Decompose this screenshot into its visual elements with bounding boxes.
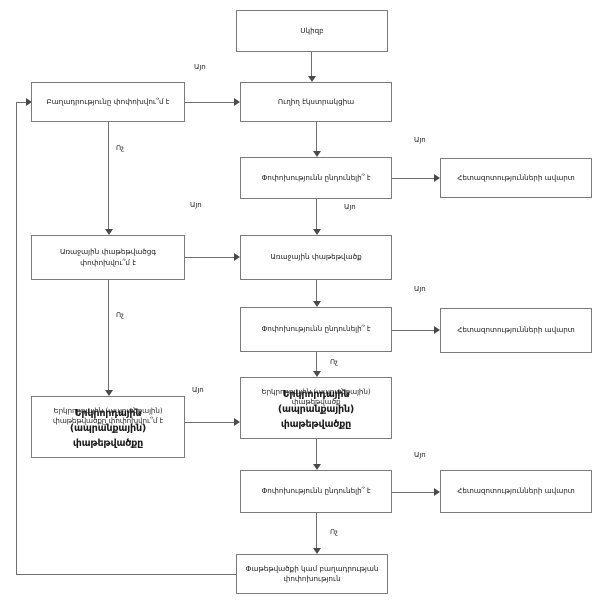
arrowhead-start-to-direct-extraction <box>308 76 316 82</box>
node-composition-changed-label: Բաղադրությունը փոփոխվու՞մ է <box>46 96 170 106</box>
edge-secondary-to-acceptable3 <box>316 439 317 464</box>
node-secondary-packaging-changed-label-front: Երկրորդային <box>74 408 142 419</box>
arrowhead-acceptable3-down <box>313 548 321 554</box>
edge-label-no-3: Ոչ <box>330 358 338 366</box>
edge-label-yes-6: Այո <box>192 386 204 394</box>
edge-secondary-changed-yes <box>185 422 234 423</box>
node-research-end-2-label: Հետազոտությունների ավարտ <box>457 325 575 335</box>
arrowhead-composition-no <box>105 229 113 235</box>
node-research-end-3-label: Հետազոտությունների ավարտ <box>457 486 575 496</box>
node-change-acceptable-3[interactable]: Փոփոխությունն ընդունելի՞ է <box>240 470 392 513</box>
node-secondary-packaging-label-bottom: փաթեթվածքը <box>280 419 352 430</box>
node-change-acceptable-1[interactable]: Փոփոխությունն ընդունելի՞ է <box>240 157 392 199</box>
arrowhead-acceptable2-yes <box>434 326 440 334</box>
node-end-change[interactable]: Փաթեթվածքի կամ բաղադրության փոփոխություն <box>236 554 388 594</box>
edge-label-yes-5: Այո <box>414 285 426 293</box>
edge-label-yes-1: Այո <box>194 63 206 71</box>
arrowhead-secondary-changed-yes <box>234 418 240 426</box>
node-secondary-packaging-changed-label-bottom: փաթեթվածքը <box>72 438 144 449</box>
node-primary-packaging-label: Առաջային փաթեթվածք <box>270 252 362 262</box>
edge-acceptable1-yes <box>392 178 434 179</box>
edge-label-yes-4: Այո <box>414 136 426 144</box>
edge-feedback-vertical <box>16 102 17 574</box>
node-secondary-packaging[interactable]: Երկրորդային (ապրանքային) փաթեթվածք Երկրո… <box>240 377 392 439</box>
node-direct-extraction-label: Ուղիղ էկստրակցիա <box>277 96 355 106</box>
edge-label-no-1: Ոչ <box>116 144 124 152</box>
node-change-acceptable-3-label: Փոփոխությունն ընդունելի՞ է <box>261 486 371 496</box>
arrowhead-acceptable1-yes <box>434 174 440 182</box>
edge-primary-to-acceptable2 <box>316 280 317 301</box>
node-research-end-1-label: Հետազոտությունների ավարտ <box>457 172 575 182</box>
node-primary-packaging-changed-label: Առաջային փաթեթվածցգ փոփոխվու՞մ է <box>59 247 157 267</box>
node-secondary-packaging-changed-label-back: Երկրորդային (ապրանքային) փաթեթվածքը փոփո… <box>52 406 164 426</box>
node-secondary-packaging-label-back: Երկրորդային (ապրանքային) փաթեթվածք <box>261 387 371 407</box>
arrowhead-primary-to-acceptable2 <box>313 301 321 307</box>
node-start-label: Սկիզբ <box>300 25 324 35</box>
node-start[interactable]: Սկիզբ <box>236 10 388 52</box>
edge-acceptable3-yes <box>392 492 434 493</box>
node-secondary-packaging-changed[interactable]: Երկրորդային (ապրանքային) փաթեթվածքը փոփո… <box>31 396 185 458</box>
edge-acceptable2-down <box>316 352 317 371</box>
arrowhead-acceptable2-down <box>313 371 321 377</box>
edge-feedback-bottom <box>16 574 236 575</box>
edge-label-yes-2: Այո <box>190 201 202 209</box>
edge-composition-yes <box>185 102 234 103</box>
arrowhead-acceptable3-yes <box>434 488 440 496</box>
edge-feedback-into-composition <box>16 102 26 103</box>
node-direct-extraction[interactable]: Ուղիղ էկստրակցիա <box>240 82 392 122</box>
edge-label-no-4: Ոչ <box>330 528 338 536</box>
edge-acceptable1-down <box>316 199 317 229</box>
edge-composition-no <box>108 122 109 229</box>
arrowhead-secondary-to-acceptable3 <box>313 464 321 470</box>
node-secondary-packaging-changed-label-mid: (ապրանքային) <box>69 423 147 434</box>
node-end-change-label: Փաթեթվածքի կամ բաղադրության փոփոխություն <box>245 563 379 583</box>
edge-acceptable2-yes <box>392 330 434 331</box>
arrowhead-primary-changed-yes <box>234 253 240 261</box>
node-primary-packaging-changed[interactable]: Առաջային փաթեթվածցգ փոփոխվու՞մ է <box>31 235 185 280</box>
node-primary-packaging[interactable]: Առաջային փաթեթվածք <box>240 235 392 280</box>
node-change-acceptable-1-label: Փոփոխությունն ընդունելի՞ է <box>261 172 371 182</box>
edge-primary-changed-no <box>108 280 109 390</box>
edge-extraction-to-acceptable1 <box>316 122 317 151</box>
edge-label-yes-7: Այո <box>414 451 426 459</box>
edge-label-yes-3: Այո <box>344 203 356 211</box>
edge-primary-changed-yes <box>185 257 234 258</box>
edge-start-to-direct-extraction <box>311 52 312 76</box>
edge-label-no-2: Ոչ <box>116 311 124 319</box>
edge-acceptable3-down <box>316 513 317 548</box>
node-change-acceptable-2[interactable]: Փոփոխությունն ընդունելի՞ է <box>240 307 392 352</box>
arrowhead-extraction-to-acceptable1 <box>313 151 321 157</box>
node-change-acceptable-2-label: Փոփոխությունն ընդունելի՞ է <box>261 324 371 334</box>
node-secondary-packaging-label-front: Երկրորդային <box>282 389 350 400</box>
arrowhead-composition-yes <box>234 98 240 106</box>
node-composition-changed[interactable]: Բաղադրությունը փոփոխվու՞մ է <box>31 82 185 122</box>
arrowhead-acceptable1-down <box>313 229 321 235</box>
node-secondary-packaging-label-mid: (ապրանքային) <box>277 404 355 415</box>
arrowhead-feedback-into-composition <box>26 98 32 106</box>
arrowhead-primary-changed-no <box>105 390 113 396</box>
node-research-end-1[interactable]: Հետազոտությունների ավարտ <box>440 158 592 198</box>
node-research-end-2[interactable]: Հետազոտությունների ավարտ <box>440 308 592 353</box>
node-research-end-3[interactable]: Հետազոտությունների ավարտ <box>440 470 592 513</box>
